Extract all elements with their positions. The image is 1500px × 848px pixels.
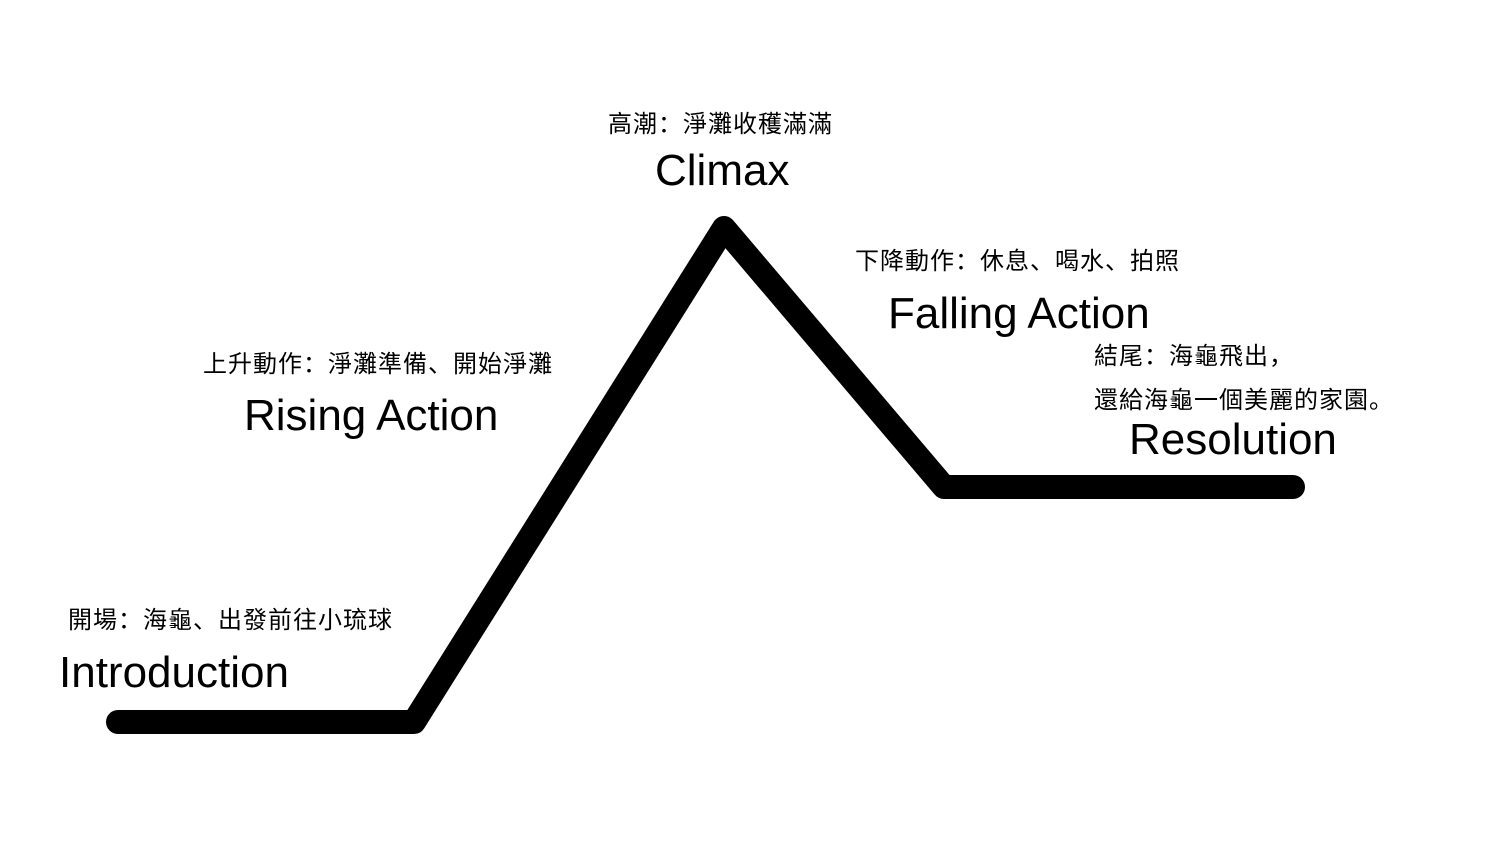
- introduction-note: 開場：海龜、出發前往小琉球: [68, 606, 393, 634]
- climax-note: 高潮：淨灘收穫滿滿: [608, 110, 833, 138]
- climax-title: Climax: [655, 146, 790, 195]
- introduction-title: Introduction: [59, 648, 289, 697]
- rising-action-note: 上升動作：淨灘準備、開始淨灘: [203, 350, 553, 378]
- falling-action-title: Falling Action: [888, 289, 1150, 338]
- falling-action-note: 下降動作：休息、喝水、拍照: [855, 247, 1180, 275]
- resolution-note-line-2: 還給海龜一個美麗的家園。: [1094, 386, 1394, 414]
- plot-arc-line: [106, 216, 1305, 734]
- resolution-title: Resolution: [1129, 415, 1337, 464]
- rising-action-title: Rising Action: [244, 391, 499, 440]
- resolution-note-line-1: 結尾：海龜飛出，: [1094, 342, 1294, 370]
